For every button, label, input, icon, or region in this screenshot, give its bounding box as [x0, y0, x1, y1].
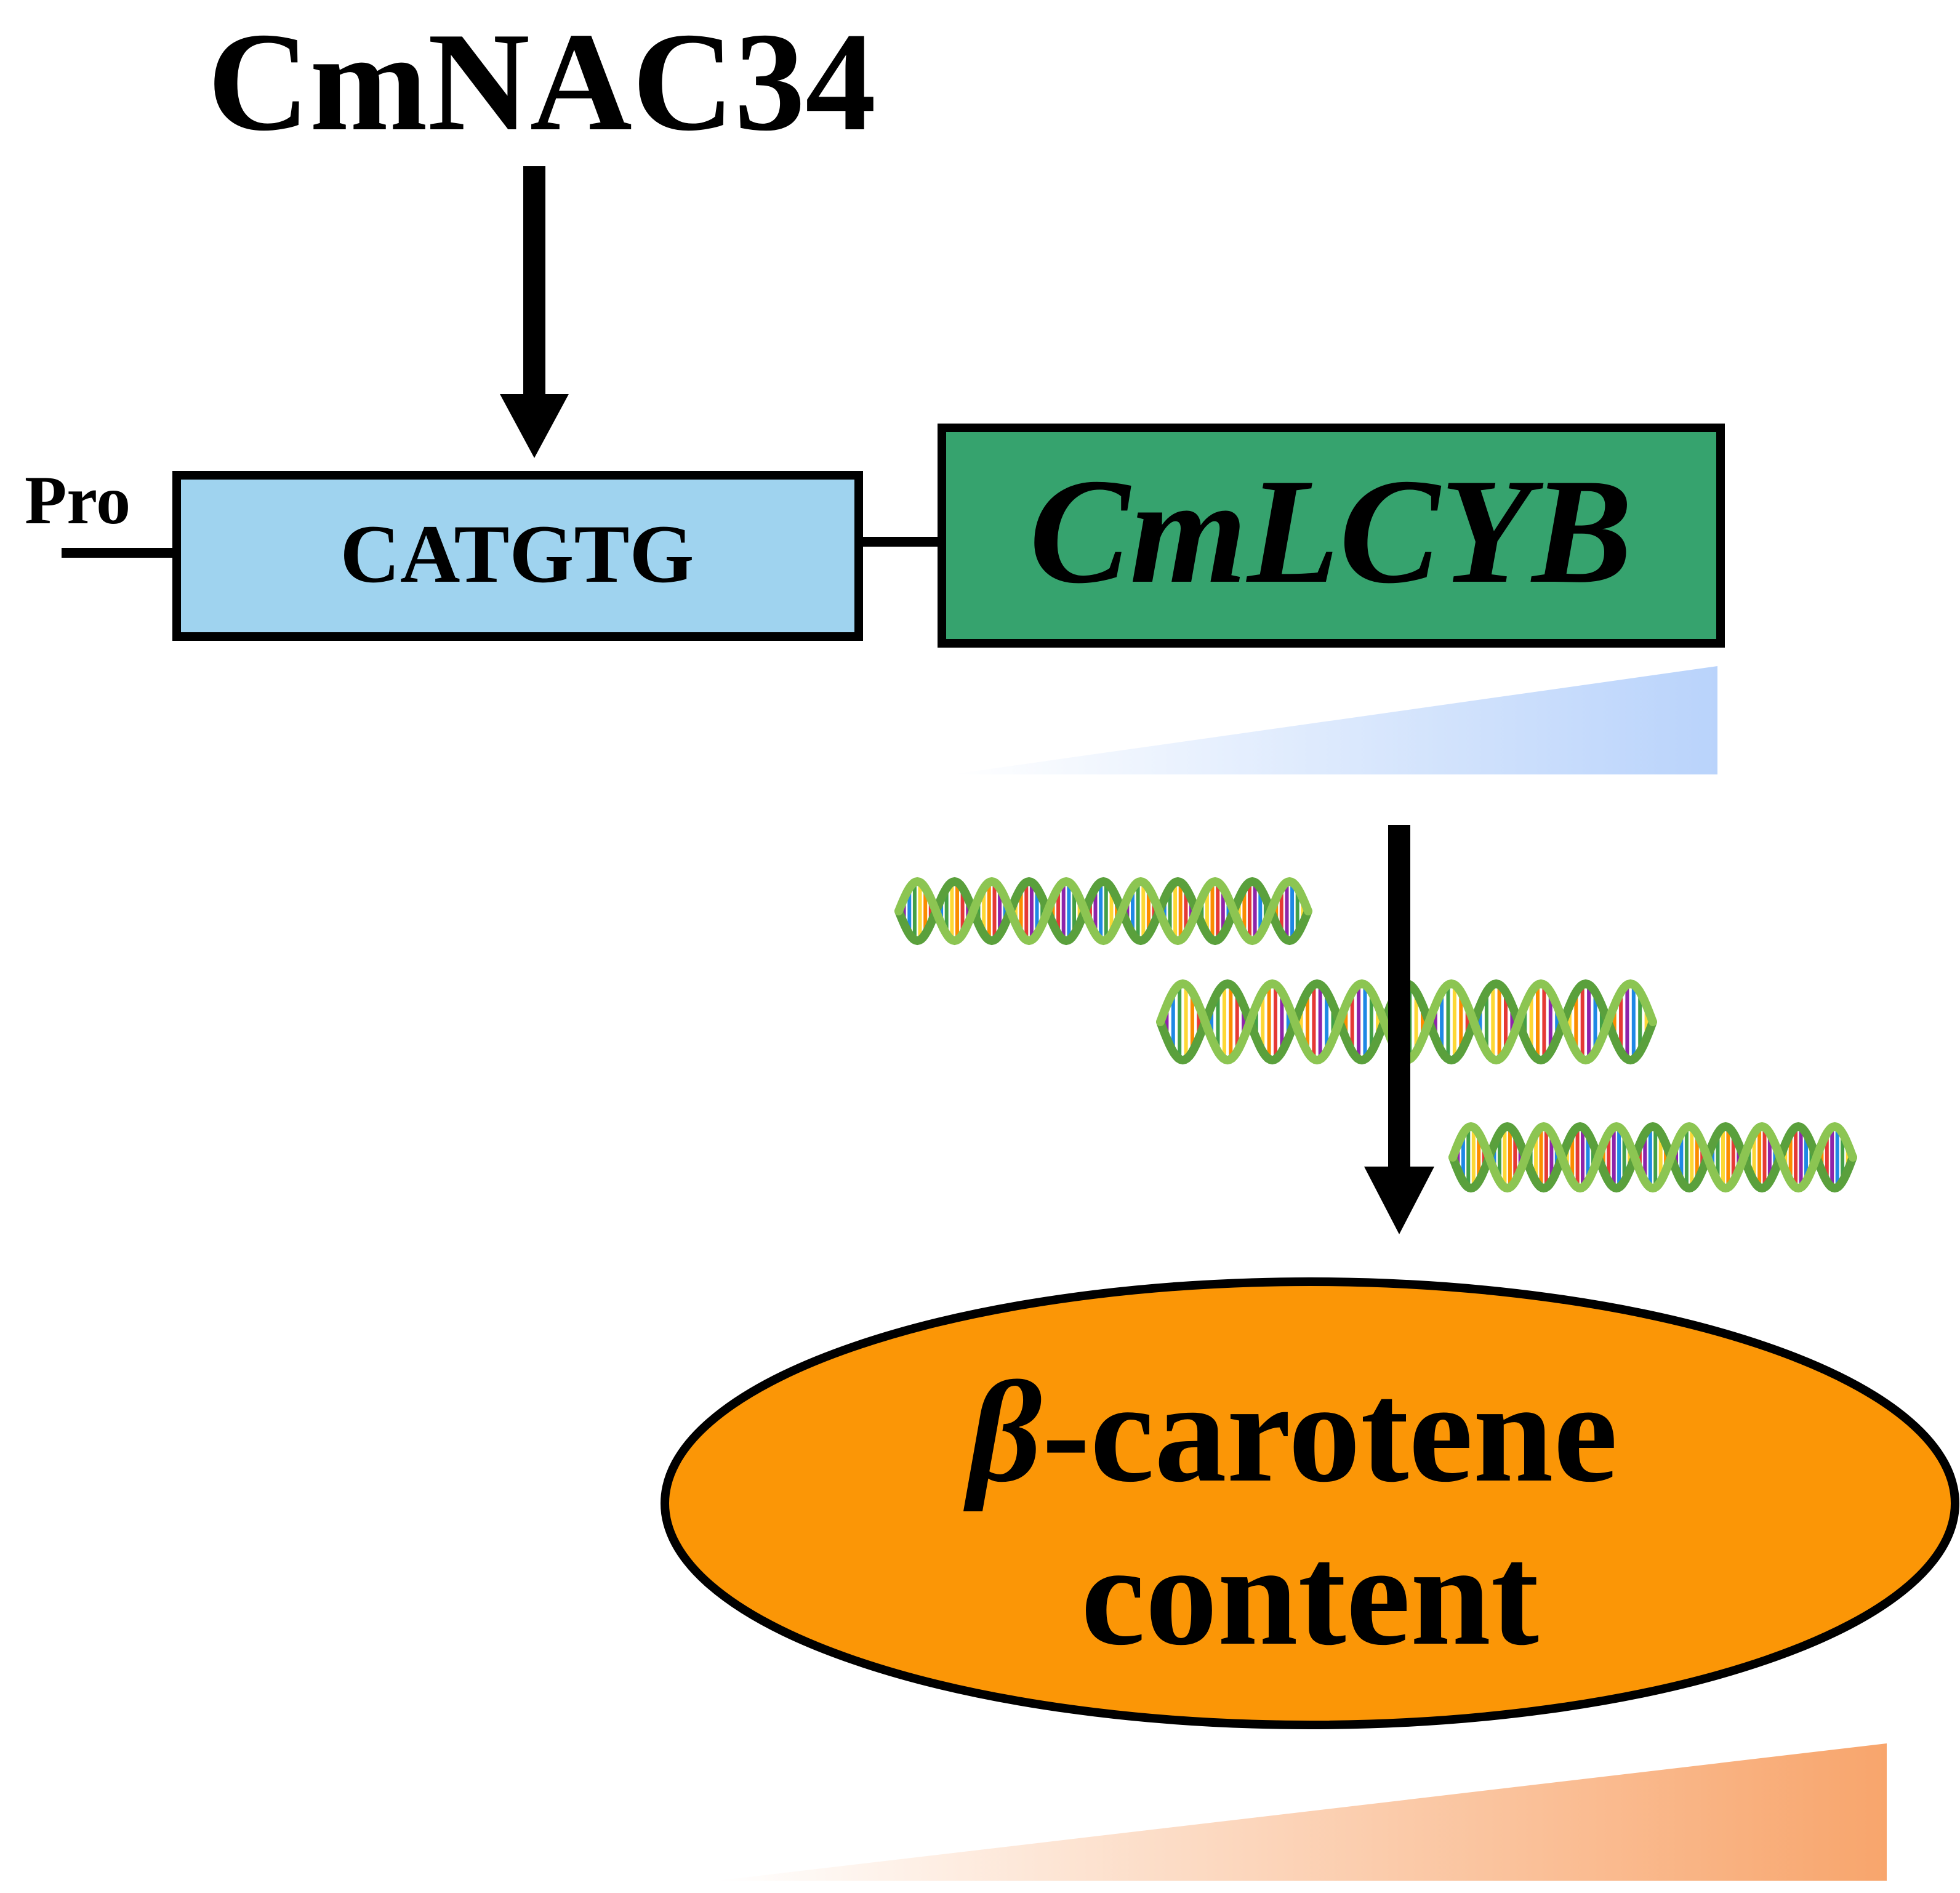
carotene-text: -carotene — [1042, 1352, 1618, 1512]
regulator-arrow — [500, 166, 569, 458]
beta-symbol: β — [963, 1352, 1042, 1512]
regulator-label: CmNAC34 — [207, 3, 876, 160]
dna-helix-icon — [1448, 1122, 1857, 1193]
expression-increase-wedge — [951, 666, 1717, 774]
dna-helix-icon — [894, 877, 1312, 946]
gene-box — [938, 424, 1725, 648]
gene-label: CmLCYB — [1029, 448, 1633, 614]
beta-carotene-ellipse — [661, 1277, 1959, 1729]
promoter-label: Pro — [25, 462, 131, 539]
beta-carotene-label: β-carotene — [963, 1352, 1618, 1512]
content-increase-wedge — [717, 1743, 1887, 1881]
product-arrow — [1364, 825, 1434, 1234]
promoter-motif-label: CATGTG — [340, 508, 694, 600]
promoter-motif-box — [172, 471, 863, 641]
content-label: content — [1081, 1515, 1539, 1675]
